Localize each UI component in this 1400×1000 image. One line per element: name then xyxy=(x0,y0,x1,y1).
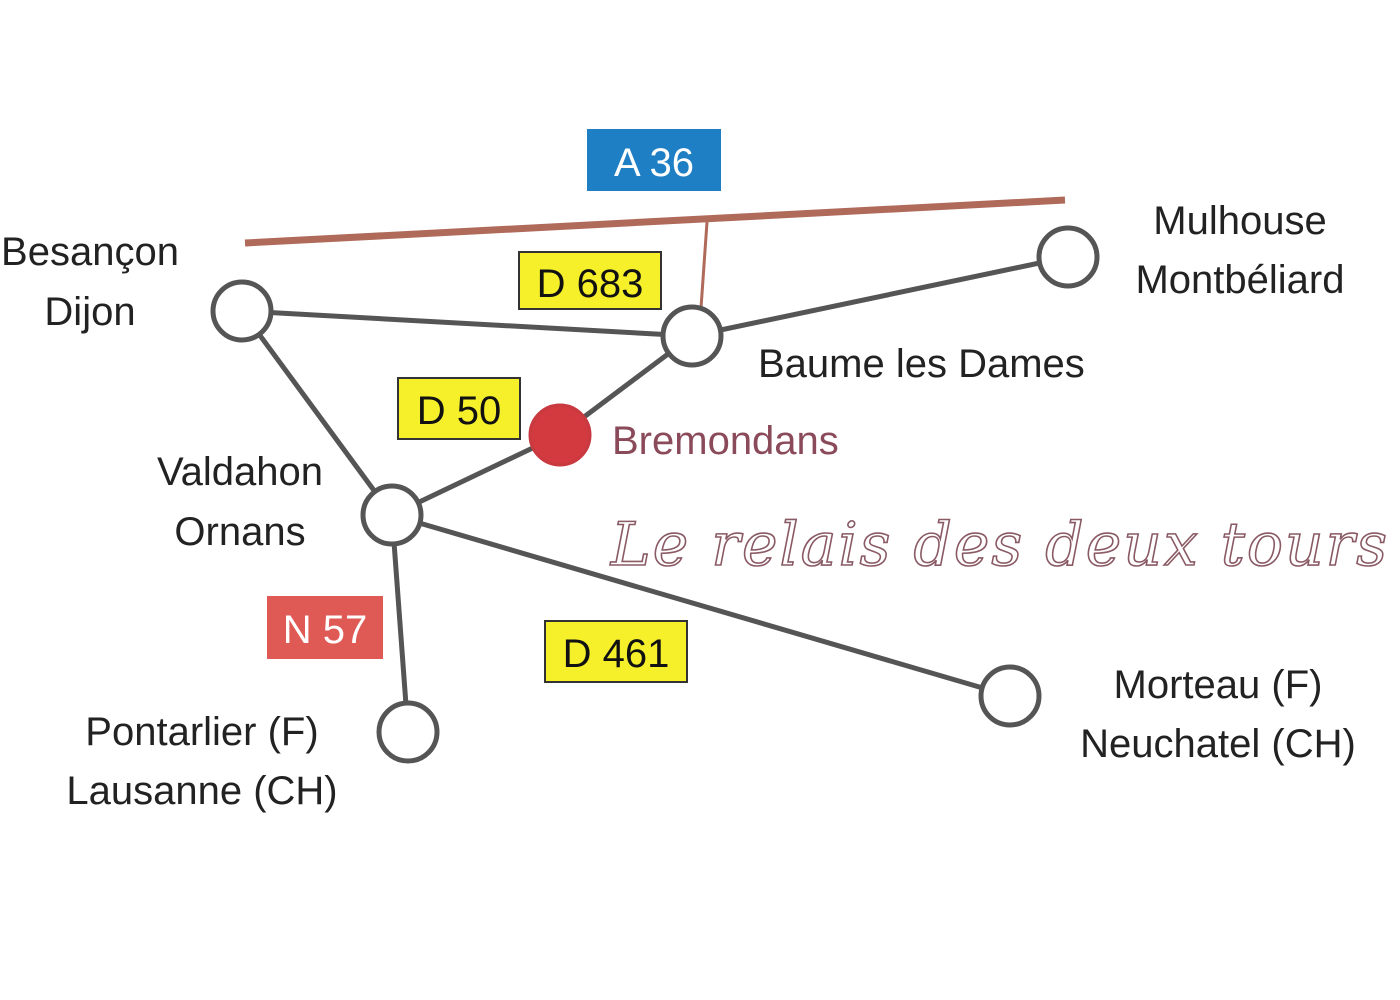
mulhouse-label-line2: Montbéliard xyxy=(1135,258,1344,302)
valdahon-label-line1: Valdahon xyxy=(157,450,323,494)
road-valdahon-morteau xyxy=(389,512,1013,699)
d50-shield: D 50 xyxy=(397,377,521,440)
morteau-node xyxy=(978,664,1042,728)
bremondans-marker xyxy=(528,403,592,467)
road-valdahon-pontarlier xyxy=(389,512,411,735)
morteau-label-line2: Neuchatel (CH) xyxy=(1080,722,1356,766)
baume-node xyxy=(660,304,724,368)
pontarlier-label-line2: Lausanne (CH) xyxy=(66,769,337,813)
svg-text:N 57: N 57 xyxy=(283,608,368,652)
a36-motorway-line xyxy=(244,196,1066,247)
baume-label: Baume les Dames xyxy=(758,342,1085,386)
svg-text:D 50: D 50 xyxy=(417,389,502,433)
pontarlier-node xyxy=(376,700,440,764)
d683-shield: D 683 xyxy=(518,251,662,310)
besancon-node xyxy=(210,279,274,343)
svg-text:A 36: A 36 xyxy=(614,141,694,185)
road-besancon-valdahon xyxy=(239,308,395,518)
pontarlier-label-line1: Pontarlier (F) xyxy=(85,710,318,754)
valdahon-label-line2: Ornans xyxy=(174,510,305,554)
n57-shield: N 57 xyxy=(267,596,383,659)
svg-text:D 683: D 683 xyxy=(537,262,644,306)
bremondans-label: Bremondans xyxy=(612,419,839,463)
d461-shield: D 461 xyxy=(544,620,688,683)
besancon-label-line1: Besançon xyxy=(1,230,179,274)
mulhouse-label-line1: Mulhouse xyxy=(1153,199,1326,243)
morteau-label-line1: Morteau (F) xyxy=(1114,663,1323,707)
mulhouse-node xyxy=(1036,225,1100,289)
a36-connector-line xyxy=(699,221,709,309)
valdahon-node xyxy=(360,483,424,547)
svg-text:D 461: D 461 xyxy=(563,632,670,676)
besancon-label-line2: Dijon xyxy=(44,290,135,334)
brand-title: Le relais des deux tours xyxy=(610,510,1389,580)
a36-shield: A 36 xyxy=(587,129,721,191)
road-besancon-baume xyxy=(239,308,695,339)
road-baume-mulhouse xyxy=(689,254,1071,339)
